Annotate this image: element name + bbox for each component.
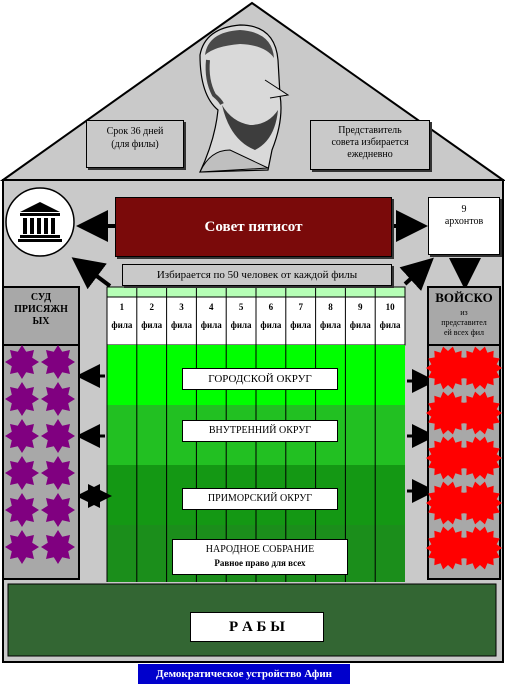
phyla-label: фила: [260, 320, 282, 330]
juror-star-icon: [41, 456, 75, 490]
soldier-gear-icon: [458, 436, 502, 480]
city-district-label: ГОРОДСКОЙ ОКРУГ: [182, 368, 338, 390]
army-title: ВОЙСКО: [435, 290, 493, 305]
phyla-label: фила: [349, 320, 371, 330]
juror-star-icon: [41, 382, 75, 416]
phyla-number: 6: [268, 302, 274, 312]
soldier-gear-icon: [426, 481, 470, 525]
phyla-number: 4: [209, 302, 214, 312]
representative-label: Представитель совета избирается ежедневн…: [310, 120, 430, 170]
phyla-label: фила: [379, 320, 401, 330]
phyla-cell: 5 фила: [226, 302, 256, 331]
phyla-label: фила: [200, 320, 222, 330]
phyla-label: фила: [141, 320, 163, 330]
phyla-number: 3: [179, 302, 184, 312]
phyla-label: фила: [171, 320, 192, 330]
council-election-label: Избирается по 50 человек от каждой филы: [122, 264, 392, 286]
pericles-bust-icon: [199, 24, 290, 173]
footer-title: Демократическое устройство Афин: [138, 664, 350, 684]
phyla-label: фила: [230, 320, 252, 330]
army-subtitle: из представител ей всех фил: [441, 308, 487, 337]
phyla-cell: 10 фила: [375, 302, 405, 331]
court-title: СУД ПРИСЯЖН ЫХ: [14, 292, 68, 327]
phyla-number: 1: [119, 302, 125, 312]
juror-star-icon: [5, 419, 39, 453]
phyla-label: фила: [320, 320, 341, 330]
phyla-cell: 8 фила: [316, 302, 346, 331]
juror-star-icon: [5, 493, 39, 527]
phyla-label: фила: [111, 320, 133, 330]
assembly-subtitle: Равное право для всех: [214, 558, 306, 568]
phyla-cell: 9 фила: [345, 302, 375, 331]
phyla-number: 5: [238, 302, 244, 312]
soldier-gear-icon: [426, 436, 470, 480]
soldier-gear-icon: [458, 526, 502, 570]
soldier-gear-icon: [426, 346, 470, 390]
inland-district-label: ВНУТРЕННИЙ ОКРУГ: [182, 420, 338, 442]
phyla-cell: 2 фила: [137, 302, 167, 331]
juror-star-icon: [5, 345, 39, 379]
columns-icon: [18, 202, 62, 242]
juror-star-icon: [41, 530, 75, 564]
phyla-number: 7: [298, 302, 303, 312]
soldier-gear-icon: [458, 481, 502, 525]
phyla-cell: 4 фила: [196, 302, 226, 331]
phyla-cell: 6 фила: [256, 302, 286, 331]
phyla-number: 9: [358, 302, 363, 312]
assembly-title: НАРОДНОЕ СОБРАНИЕ: [205, 544, 315, 555]
juror-star-icon: [41, 493, 75, 527]
soldier-gear-icon: [426, 526, 470, 570]
juror-star-icon: [5, 456, 39, 490]
phyla-cell: 3 фила: [167, 302, 197, 331]
phyla-number: 2: [149, 302, 154, 312]
archons-box: 9 архонтов: [428, 197, 500, 255]
assembly-box: НАРОДНОЕ СОБРАНИЕ Равное право для всех: [172, 539, 348, 575]
slaves-label: Р А Б Ы: [190, 612, 324, 642]
coastal-district-label: ПРИМОРСКИЙ ОКРУГ: [182, 488, 338, 510]
juror-star-icon: [41, 345, 75, 379]
phyla-cell: 1 фила: [107, 302, 137, 331]
phyla-label: фила: [290, 320, 312, 330]
soldier-gear-icon: [458, 346, 502, 390]
soldier-gear-icon: [426, 391, 470, 435]
phyla-cell: 7 фила: [286, 302, 316, 331]
juror-star-icon: [5, 382, 39, 416]
juror-star-icon: [5, 530, 39, 564]
juror-star-icon: [41, 419, 75, 453]
phyla-number: 8: [328, 302, 333, 312]
council-box: Совет пятисот: [115, 197, 392, 257]
phyla-number: 10: [385, 302, 395, 312]
term-label: Срок 36 дней (для филы): [86, 120, 184, 168]
soldier-gear-icon: [458, 391, 502, 435]
